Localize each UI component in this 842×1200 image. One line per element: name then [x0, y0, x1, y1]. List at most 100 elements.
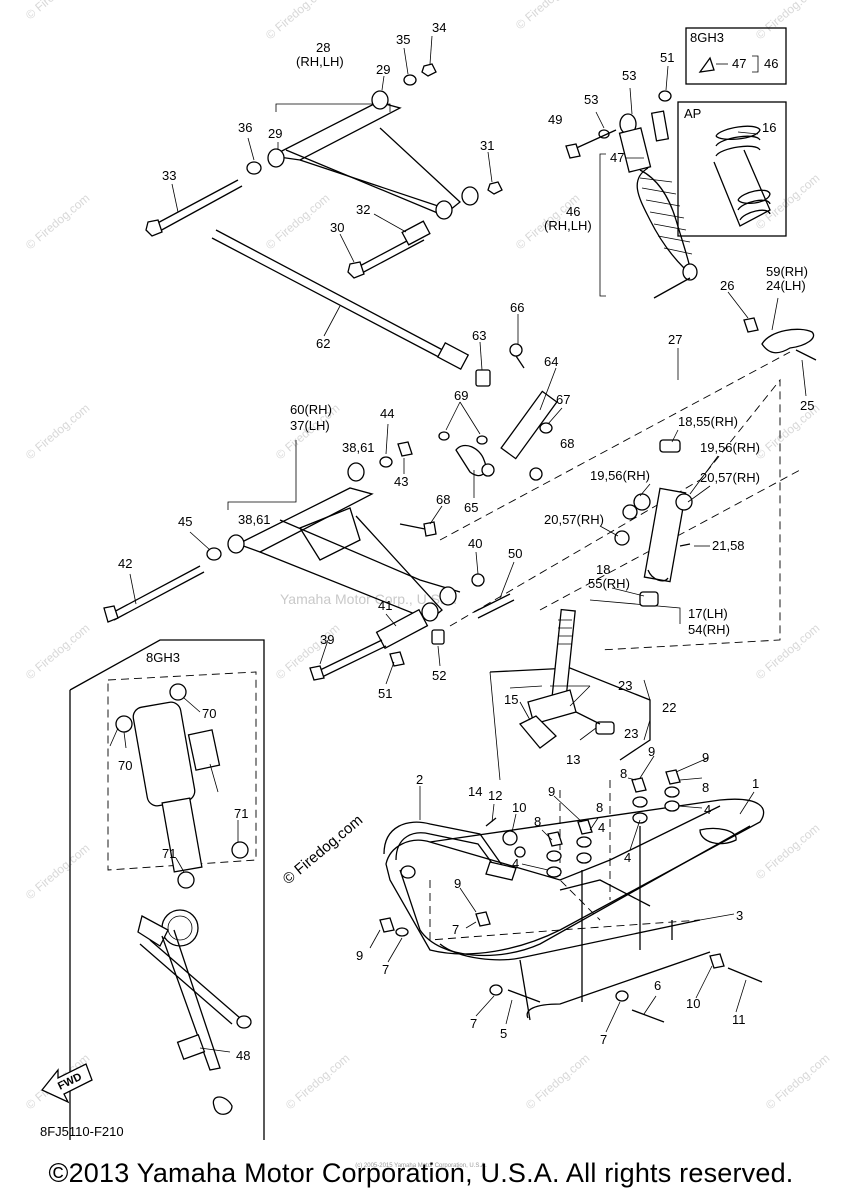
lower-a-arm: [206, 441, 485, 621]
spindle-17: [614, 439, 693, 607]
callout-47: 47: [610, 150, 624, 165]
top-box-bracket: [716, 55, 759, 73]
spacer-47: [650, 110, 670, 142]
callout-21-58: 21,58: [712, 538, 745, 553]
link-64: [438, 343, 558, 481]
callout-23: 23: [618, 678, 632, 693]
callout-49: 49: [548, 112, 562, 127]
callout-27: 27: [668, 332, 682, 347]
callout-60: 60(RH): [290, 402, 332, 417]
watermark: © Firedog.com: [753, 0, 822, 42]
nut-51: [658, 90, 672, 102]
watermark: © Firedog.com: [23, 0, 92, 22]
callout-28: 28: [316, 40, 330, 55]
callout-45: 45: [178, 514, 192, 529]
nut-31: [487, 181, 503, 195]
callout-37: 37(LH): [290, 418, 330, 433]
callout-6: 6: [654, 978, 661, 993]
callout-46: 46: [764, 56, 778, 71]
callout-59: 59(RH): [766, 264, 808, 279]
callout-39: 39: [320, 632, 334, 647]
nut-34: [421, 63, 437, 77]
ap-box: [677, 101, 787, 237]
callout-69: 69: [454, 388, 468, 403]
variant-label-8gh3-top: 8GH3: [690, 30, 724, 45]
callout-55: 55(RH): [588, 576, 630, 591]
callout-51: 51: [660, 50, 674, 65]
wear-bar-3: [439, 919, 711, 1021]
callout-9: 9: [648, 744, 655, 759]
callout-53: 53: [584, 92, 598, 107]
callout-7: 7: [382, 962, 389, 977]
bushing-70b: [115, 715, 133, 733]
callout-14: 14: [468, 784, 482, 799]
watermark: © Firedog.com: [23, 191, 92, 252]
spring-16: [713, 125, 771, 227]
bolt-30: [347, 220, 431, 279]
watermark: © Firedog.com: [283, 1051, 352, 1112]
ski-handle-2: [383, 821, 517, 881]
nut-68b: [423, 521, 437, 537]
callout-3: 3: [736, 908, 743, 923]
nut-68: [529, 467, 543, 481]
callout-9: 9: [454, 876, 461, 891]
callout-32: 32: [356, 202, 370, 217]
watermark: © Firedog.com: [263, 0, 332, 42]
tie-rod-62: [211, 229, 470, 371]
bushing-71a: [231, 841, 249, 859]
callout-65: 65: [464, 500, 478, 515]
damper-15: [518, 715, 557, 749]
watermark: © Firedog.com: [763, 1051, 832, 1112]
callout-5: 5: [500, 1026, 507, 1041]
callout-13: 13: [566, 752, 580, 767]
callout-1: 1: [752, 776, 759, 791]
nut-10b: [709, 953, 725, 969]
watermark: © Firedog.com: [273, 621, 342, 682]
washer-44: [379, 456, 393, 468]
watermark: © Firedog.com: [753, 821, 822, 882]
watermark: © Firedog.com: [753, 621, 822, 682]
nut-51b: [389, 651, 405, 667]
callout-46-side: (RH,LH): [544, 218, 592, 233]
callout-2: 2: [416, 772, 423, 787]
callout-20-57: 20,57(RH): [544, 512, 604, 527]
copyright-footer: ©2013 Yamaha Motor Corporation, U.S.A. A…: [48, 1158, 794, 1188]
callout-9: 9: [702, 750, 709, 765]
callout-28-side: (RH,LH): [296, 54, 344, 69]
callout-19-56: 19,56(RH): [590, 468, 650, 483]
washer-36: [246, 161, 262, 175]
callout-53: 53: [622, 68, 636, 83]
callout-8: 8: [702, 780, 709, 795]
callout-4: 4: [512, 856, 519, 871]
variant-label-8gh3-left: 8GH3: [146, 650, 180, 665]
callout-44: 44: [380, 406, 394, 421]
ski-column: [518, 608, 615, 749]
callout-67: 67: [556, 392, 570, 407]
callout-19-56: 19,56(RH): [700, 440, 760, 455]
callout-66: 66: [510, 300, 524, 315]
callout-35: 35: [396, 32, 410, 47]
callout-34: 34: [432, 20, 446, 35]
small-print: (c) 2005-2015 Yamaha Motor Corporation, …: [355, 1163, 487, 1169]
watermark: © Firedog.com: [23, 401, 92, 462]
callout-25: 25: [800, 398, 814, 413]
watermark: © Firedog.com: [513, 0, 582, 32]
bolt-50: [473, 593, 515, 619]
bushing-29b: [267, 148, 285, 168]
watermark: © Firedog.com: [23, 841, 92, 902]
callout-38-61: 38,61: [342, 440, 375, 455]
bushing-18: [659, 439, 681, 453]
callout-42: 42: [118, 556, 132, 571]
diagram-code: 8FJ5110-F210: [40, 1124, 124, 1139]
callout-24: 24(LH): [766, 278, 806, 293]
washer-45: [206, 547, 222, 561]
callout-51: 51: [378, 686, 392, 701]
callout-29: 29: [268, 126, 282, 141]
callout-7: 7: [470, 1016, 477, 1031]
callout-9: 9: [356, 948, 363, 963]
callout-labels: 34 35 28 (RH,LH) 29 29 36 31 33 32 30 62…: [40, 20, 814, 1139]
callout-47: 47: [732, 56, 746, 71]
bolt-42: [103, 565, 205, 623]
callout-4: 4: [704, 802, 711, 817]
